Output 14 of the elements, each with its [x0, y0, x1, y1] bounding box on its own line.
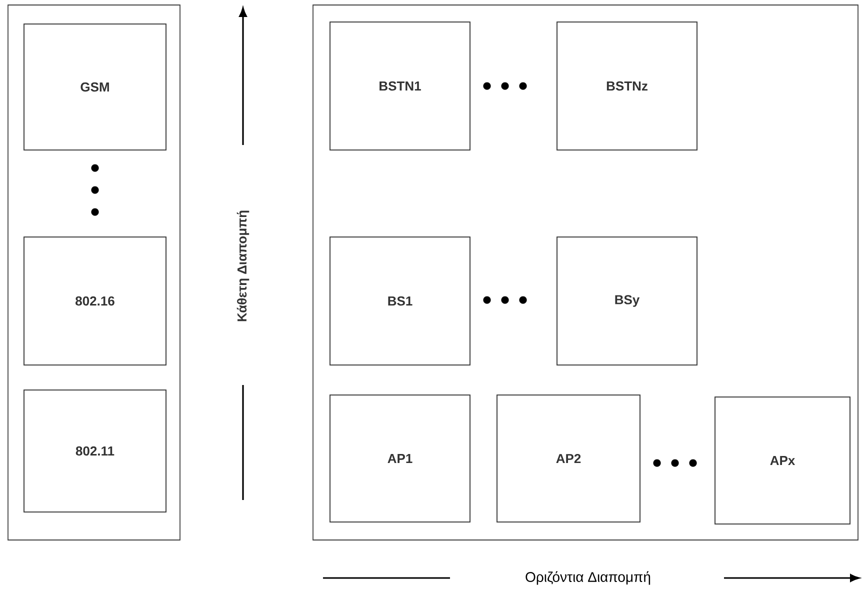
network-box: APx — [714, 396, 850, 524]
network-box: GSM — [24, 24, 166, 150]
network-box: AP1 — [330, 394, 470, 522]
network-box: AP2 — [496, 394, 640, 522]
network-box: BSTNz — [556, 22, 698, 150]
network-box: BS1 — [330, 236, 470, 366]
network-box: BSTN1 — [330, 22, 470, 150]
panel-frame — [312, 4, 858, 540]
axis-label: Κάθετη Διαπομπή — [236, 210, 250, 322]
network-box: 802.16 — [24, 236, 166, 366]
axis-label: Οριζόντια Διαπομπή — [526, 571, 650, 585]
network-box: BSy — [556, 236, 698, 366]
network-box: 802.11 — [24, 390, 166, 512]
panel-frame — [8, 4, 180, 540]
